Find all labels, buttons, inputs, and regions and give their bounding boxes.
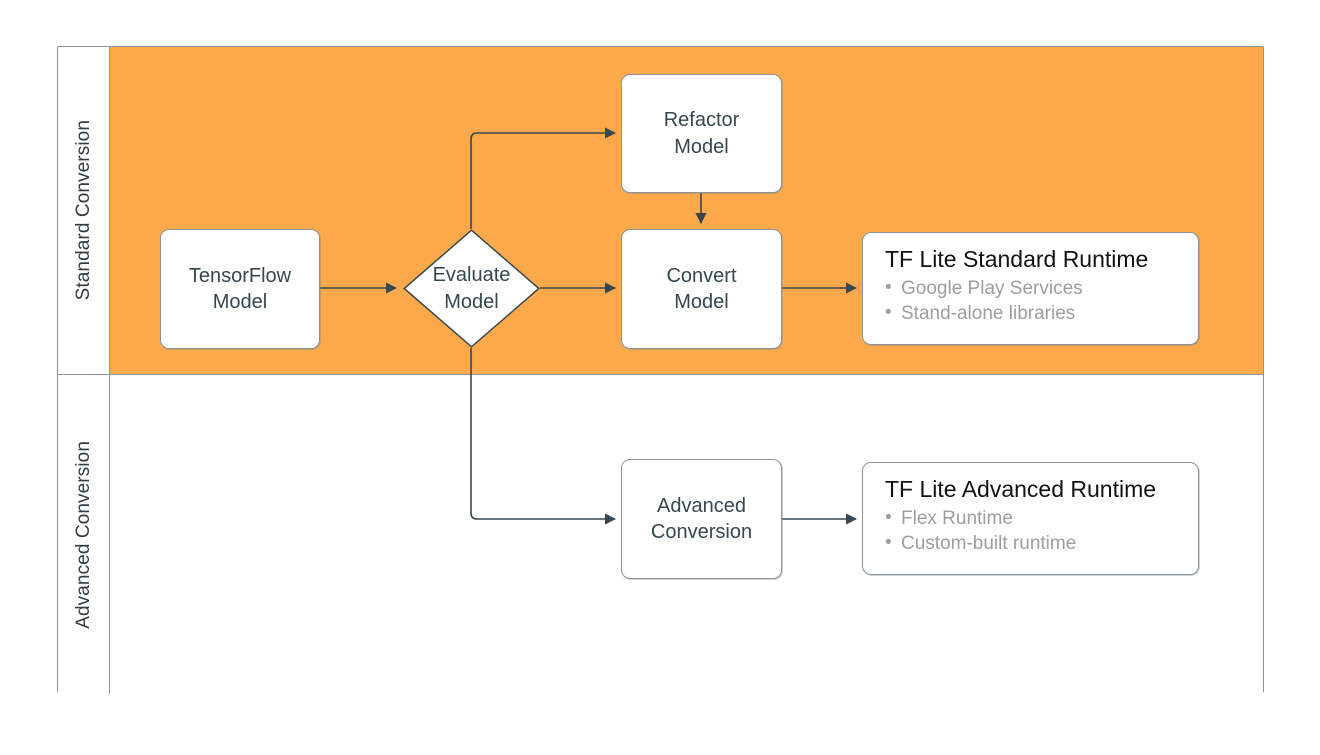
node-standard-runtime[interactable]: TF Lite Standard Runtime Google Play Ser… <box>862 232 1199 345</box>
node-advanced-conversion-line1: Advanced <box>657 494 746 517</box>
node-advanced-runtime[interactable]: TF Lite Advanced Runtime Flex Runtime Cu… <box>862 462 1199 575</box>
advanced-runtime-title: TF Lite Advanced Runtime <box>885 476 1157 502</box>
node-advanced-conversion[interactable]: Advanced Conversion <box>621 459 782 579</box>
list-item: Stand-alone libraries <box>885 300 1198 326</box>
node-evaluate-model-line1: Evaluate <box>432 264 511 287</box>
swimlane-label-advanced: Advanced Conversion <box>72 440 94 629</box>
node-tensorflow-model[interactable]: TensorFlow Model <box>160 229 320 349</box>
node-tensorflow-model-line1: TensorFlow <box>188 264 292 287</box>
node-evaluate-model-line2: Model <box>444 290 499 313</box>
decision-diamond-shape <box>403 229 540 348</box>
node-convert-model-line1: Convert <box>666 264 737 287</box>
node-evaluate-model[interactable]: Evaluate Model <box>403 229 540 348</box>
node-convert-model[interactable]: Convert Model <box>621 229 782 349</box>
swimlane-label-standard: Standard Conversion <box>72 120 94 301</box>
standard-runtime-title: TF Lite Standard Runtime <box>885 246 1149 272</box>
standard-runtime-list: Google Play Services Stand-alone librari… <box>885 275 1198 326</box>
list-item: Custom-built runtime <box>885 530 1198 556</box>
list-item: Flex Runtime <box>885 505 1198 531</box>
node-refactor-model-line1: Refactor <box>663 109 740 132</box>
swimlane-advanced: Advanced Conversion <box>58 375 1263 694</box>
advanced-runtime-list: Flex Runtime Custom-built runtime <box>885 505 1198 556</box>
swimlane-header-advanced: Advanced Conversion <box>58 375 110 694</box>
node-refactor-model[interactable]: Refactor Model <box>621 74 782 193</box>
node-advanced-conversion-line2: Conversion <box>650 521 753 543</box>
node-refactor-model-line2: Model <box>674 135 729 158</box>
node-convert-model-line2: Model <box>674 291 729 313</box>
node-tensorflow-model-line2: Model <box>212 291 268 313</box>
swimlane-header-standard: Standard Conversion <box>58 47 110 374</box>
node-evaluate-model-label: Evaluate Model <box>403 229 540 348</box>
list-item: Google Play Services <box>885 275 1198 301</box>
